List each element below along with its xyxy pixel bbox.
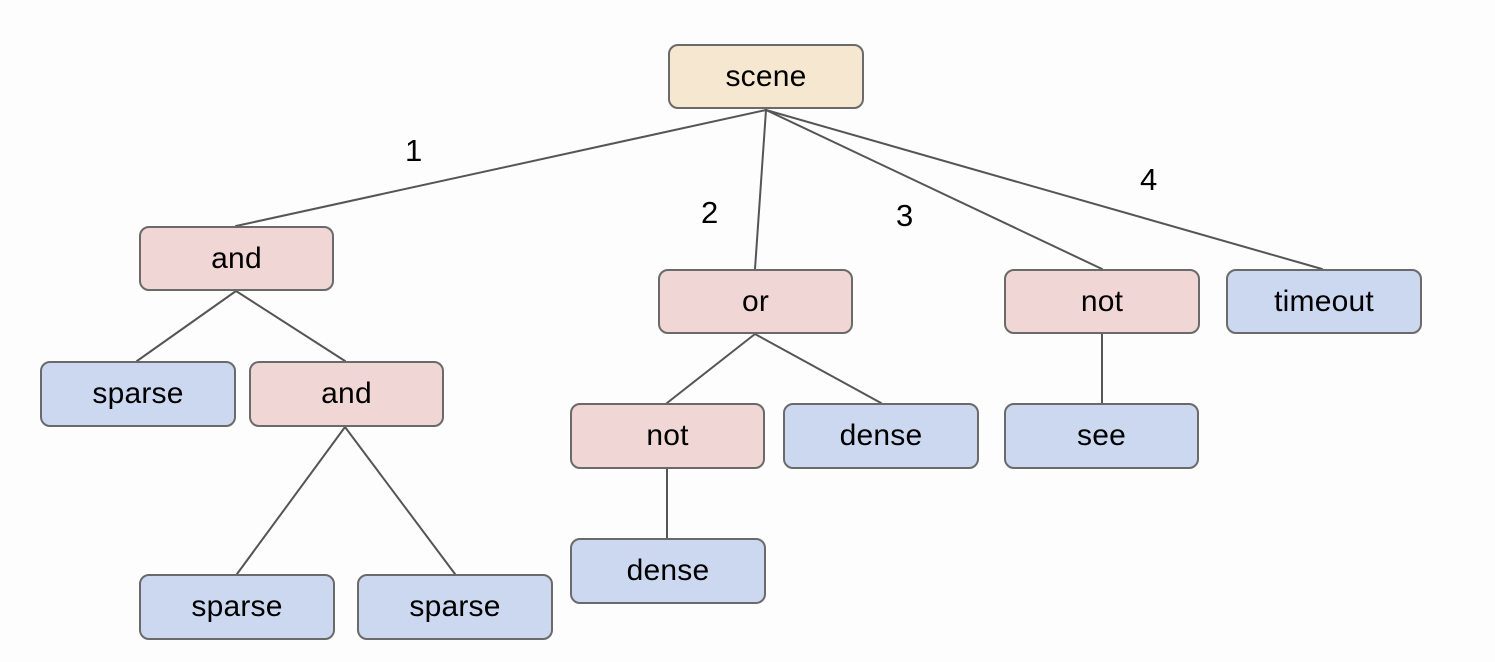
tree-node-label: and [321,377,372,410]
tree-node-label: see [1077,419,1126,452]
tree-node-label: scene [725,59,807,93]
tree-node-label: dense [839,419,923,452]
tree-node-not1[interactable]: not [570,403,765,469]
edge-label-2: 2 [701,195,719,230]
tree-node-label: sparse [191,590,283,623]
tree-node-or1[interactable]: or [658,269,853,334]
tree-node-label: not [1080,284,1124,318]
tree-edge [235,290,346,362]
tree-edge [765,109,1323,270]
tree-edge [235,109,767,227]
tree-node-label: sparse [409,590,501,623]
tree-node-timeout1[interactable]: timeout [1226,269,1422,334]
tree-node-dense2[interactable]: dense [570,538,766,604]
tree-node-not2[interactable]: not [1004,269,1200,334]
edge-label-1: 1 [405,133,423,168]
tree-node-label: sparse [92,377,184,410]
edge-label-4: 4 [1140,162,1158,197]
tree-edge [136,290,237,362]
tree-node-scene[interactable]: scene [668,44,864,109]
tree-node-label: and [211,241,262,275]
tree-edge [754,333,882,404]
tree-node-label: not [646,419,689,452]
tree-node-and2[interactable]: and [249,361,444,427]
edge-label-3: 3 [896,198,914,233]
tree-node-dense1[interactable]: dense [783,403,979,469]
tree-node-sparse1[interactable]: sparse [40,361,236,427]
tree-node-label: or [741,284,770,318]
tree-node-label: dense [626,554,710,587]
tree-edge [666,333,756,404]
tree-edge [344,426,456,575]
tree-edge [765,109,1103,270]
tree-node-sparse3[interactable]: sparse [357,574,553,640]
tree-node-see1[interactable]: see [1004,403,1199,469]
tree-node-sparse2[interactable]: sparse [139,574,335,640]
tree-edge [754,109,767,270]
tree-node-and1[interactable]: and [139,226,334,291]
tree-node-label: timeout [1274,284,1374,318]
tree-edge [236,426,346,575]
